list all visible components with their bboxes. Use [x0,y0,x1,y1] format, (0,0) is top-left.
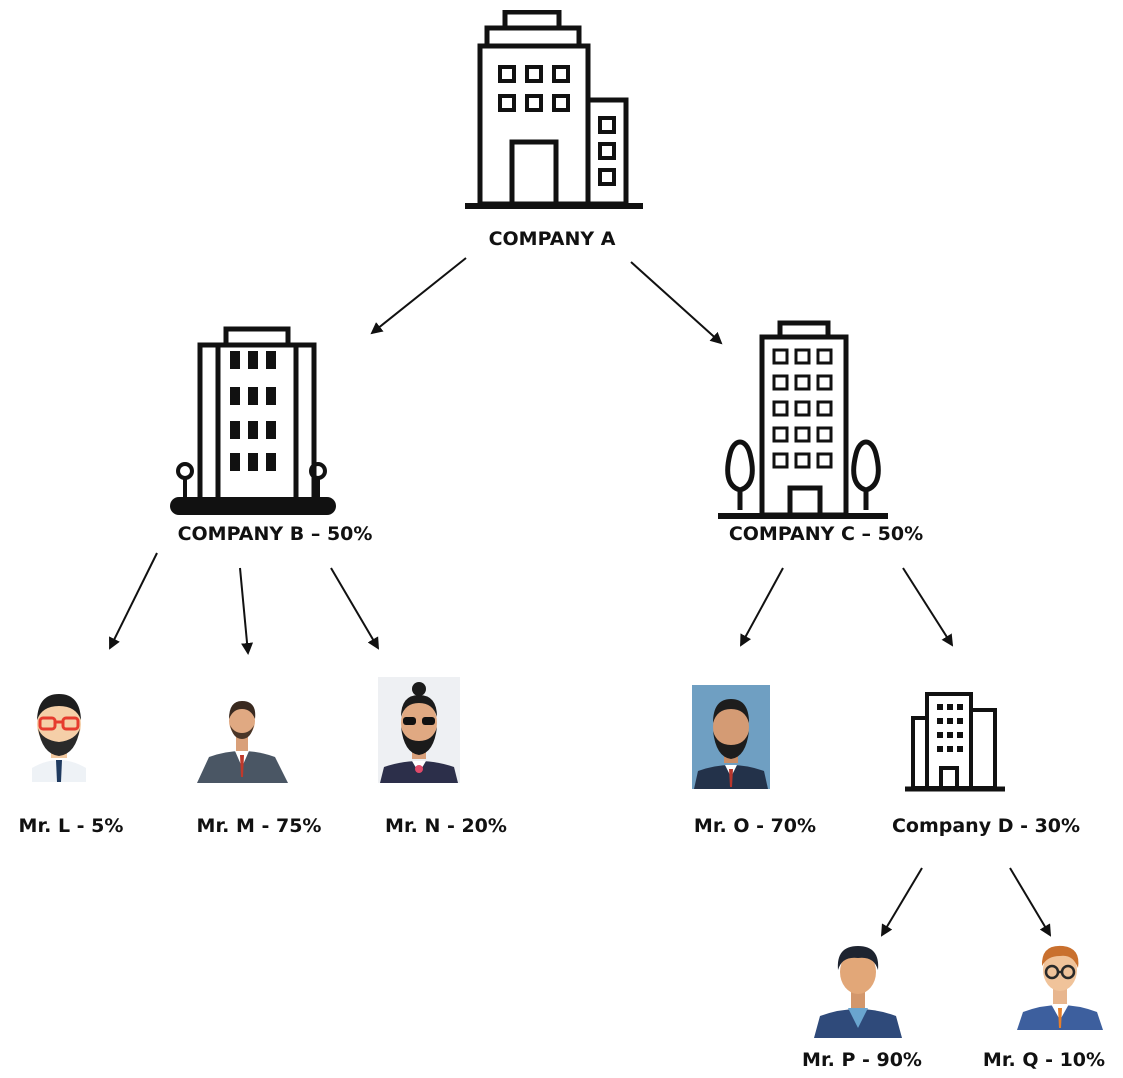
arrow-c-to-o [740,567,784,647]
tower-building-icon [168,325,338,517]
arrow-a-to-b [370,257,467,335]
man-glasses-avatar-icon [24,682,94,782]
arrow-a-to-c [630,261,723,345]
arrow-b-to-l [109,552,158,650]
arrow-b-to-n [330,567,380,650]
office-building-icon [905,688,1005,794]
mr-n-label: Mr. N - 20% [385,815,507,837]
man-blue-suit-avatar-icon [812,938,904,1038]
man-beard-avatar-icon [692,685,770,789]
mr-m-label: Mr. M - 75% [196,815,322,837]
arrow-b-to-m [239,567,254,655]
arrow-c-to-d [902,567,954,647]
office-building-icon [465,10,645,210]
company-d-label: Company D - 30% [891,815,1081,837]
man-sunglasses-avatar-icon [378,677,460,783]
arrow-d-to-q [1009,867,1052,937]
arrow-d-to-p [880,867,923,937]
building-with-trees-icon [718,320,888,520]
man-suit-avatar-icon [195,695,290,783]
man-orange-tie-avatar-icon [1015,940,1105,1030]
mr-o-label: Mr. O - 70% [693,815,817,837]
company-c-label: COMPANY C – 50% [728,523,924,545]
mr-p-label: Mr. P - 90% [802,1049,922,1071]
company-a-label: COMPANY A [488,228,616,250]
mr-q-label: Mr. Q - 10% [982,1049,1106,1071]
company-b-label: COMPANY B – 50% [177,523,373,545]
mr-l-label: Mr. L - 5% [18,815,124,837]
